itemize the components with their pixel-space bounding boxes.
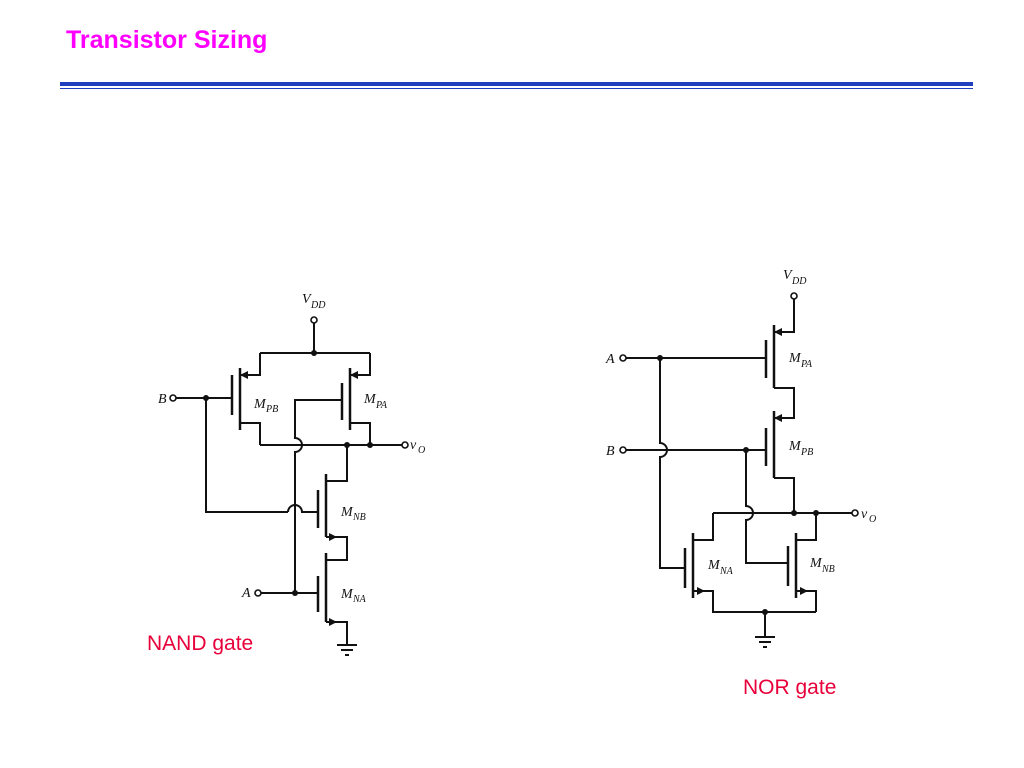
nand-caption: NAND gate	[147, 632, 254, 655]
nor-mna-source	[693, 590, 816, 613]
nand-mpb-arrow	[240, 371, 248, 379]
nand-mpb-label: M PB	[253, 397, 278, 415]
nor-mna-label: M NA	[707, 558, 734, 577]
nand-input-a-node	[292, 590, 298, 596]
nor-output-main: v	[861, 507, 868, 522]
nand-output-terminal	[401, 441, 409, 449]
nor-caption: NOR gate	[743, 676, 837, 699]
nor-mpa-drain	[774, 387, 795, 419]
nand-mpb-main: M	[253, 397, 267, 412]
nand-mpa-drain	[350, 422, 371, 445]
nand-mnb-main: M	[340, 505, 354, 520]
nor-vdd-terminal	[790, 292, 798, 300]
nand-input-a-terminal	[254, 589, 262, 597]
nor-output-terminal	[851, 509, 859, 517]
nor-input-a: A	[605, 352, 615, 367]
nor-b-to-mnb-wire	[745, 450, 783, 564]
nand-mpb-transistor	[230, 353, 261, 445]
title-rule	[60, 82, 973, 89]
nand-output-main: v	[410, 438, 417, 453]
nor-input-b: B	[606, 444, 615, 459]
nor-mna-drain	[693, 513, 714, 541]
nand-mna-sub: NA	[352, 594, 367, 605]
nor-input-b-terminal	[619, 446, 627, 454]
nor-mpa-arrow	[774, 328, 782, 336]
nor-output-sub: O	[869, 514, 876, 525]
nor-mna-main: M	[707, 558, 721, 573]
nand-mnb-drain	[326, 445, 348, 482]
nor-vdd-sub: DD	[791, 276, 807, 287]
nor-vdd-wire	[774, 299, 795, 333]
nor-a-to-mna-wire	[659, 358, 685, 569]
nand-mna-main: M	[340, 587, 354, 602]
nand-mnb-transistor	[316, 445, 348, 561]
nand-mpa-arrow	[350, 371, 358, 379]
nand-b-crossover	[287, 504, 318, 513]
nor-mnb-label: M NB	[809, 556, 835, 575]
nand-vdd-node	[311, 350, 317, 356]
nor-mpa-label: M PA	[788, 351, 813, 370]
nor-mpb-main: M	[788, 439, 802, 454]
nor-mnb-transistor	[783, 513, 817, 612]
nor-mpb-transistor	[764, 411, 795, 513]
nor-vdd-main: V	[783, 268, 793, 283]
nor-mnb-arrow	[800, 587, 808, 595]
nor-mpb-drain	[774, 477, 795, 513]
nor-mpb-arrow	[774, 414, 782, 422]
nand-vdd-sub: DD	[310, 300, 326, 311]
nand-schematic: V DD M PB M PA	[158, 292, 425, 656]
nand-mna-arrow	[329, 618, 337, 626]
nand-output-sub: O	[418, 445, 425, 456]
nand-mpb-source	[240, 353, 261, 376]
nand-input-a-label: A	[241, 586, 251, 601]
slide-title: Transistor Sizing	[66, 26, 268, 54]
nand-mnb-label: M NB	[340, 505, 366, 523]
nor-mnb-sub: NB	[821, 564, 835, 575]
nand-mpa-main: M	[363, 392, 377, 407]
nand-vdd-terminal	[310, 316, 318, 324]
nand-mpb-drain	[240, 422, 261, 445]
nand-input-b-terminal	[169, 394, 177, 402]
nand-b-to-mnb-wire	[205, 398, 288, 513]
nor-input-a-label: A	[605, 352, 615, 367]
nor-ground-icon	[755, 636, 775, 648]
nand-mna-label: M NA	[340, 587, 367, 605]
nand-mpa-sub: PA	[375, 400, 388, 411]
nor-schematic: V DD M PA A M	[605, 268, 876, 648]
nor-mnb-source	[796, 590, 817, 612]
nand-mpa-label: M PA	[363, 392, 388, 411]
nor-input-a-terminal	[619, 354, 627, 362]
nand-vdd-main: V	[302, 292, 312, 307]
nand-mnb-arrow	[329, 533, 337, 541]
nand-input-b-label: B	[158, 392, 167, 407]
nand-output-label: v O	[410, 438, 425, 456]
title-rule-thin	[60, 88, 973, 89]
nor-mpa-main: M	[788, 351, 802, 366]
nor-output-label: v O	[861, 507, 876, 525]
nand-mpb-sub: PB	[265, 404, 278, 415]
nand-a-to-mpa-wire	[294, 399, 342, 593]
nor-mnb-drain	[796, 513, 817, 541]
nor-mna-sub: NA	[719, 566, 734, 577]
nand-input-b: B	[158, 392, 167, 407]
nand-output-node-2	[367, 442, 373, 448]
nor-mpb-label: M PB	[788, 439, 813, 458]
nand-input-a: A	[241, 586, 251, 601]
nor-mpa-transistor	[764, 325, 795, 419]
nand-mpa-source	[350, 353, 371, 376]
nor-mnb-main: M	[809, 556, 823, 571]
nor-mna-arrow	[697, 587, 705, 595]
nor-vdd-label: V DD	[783, 268, 807, 287]
nand-ground-icon	[337, 644, 357, 656]
nand-vdd-label: V DD	[302, 292, 326, 311]
nand-mpa-transistor	[340, 353, 371, 445]
nor-mpb-sub: PB	[800, 447, 813, 458]
nand-mnb-sub: NB	[352, 512, 366, 523]
nor-mpa-sub: PA	[800, 359, 813, 370]
nor-output-node-1	[791, 510, 797, 516]
nor-input-b-label: B	[606, 444, 615, 459]
title-rule-thick	[60, 82, 973, 86]
